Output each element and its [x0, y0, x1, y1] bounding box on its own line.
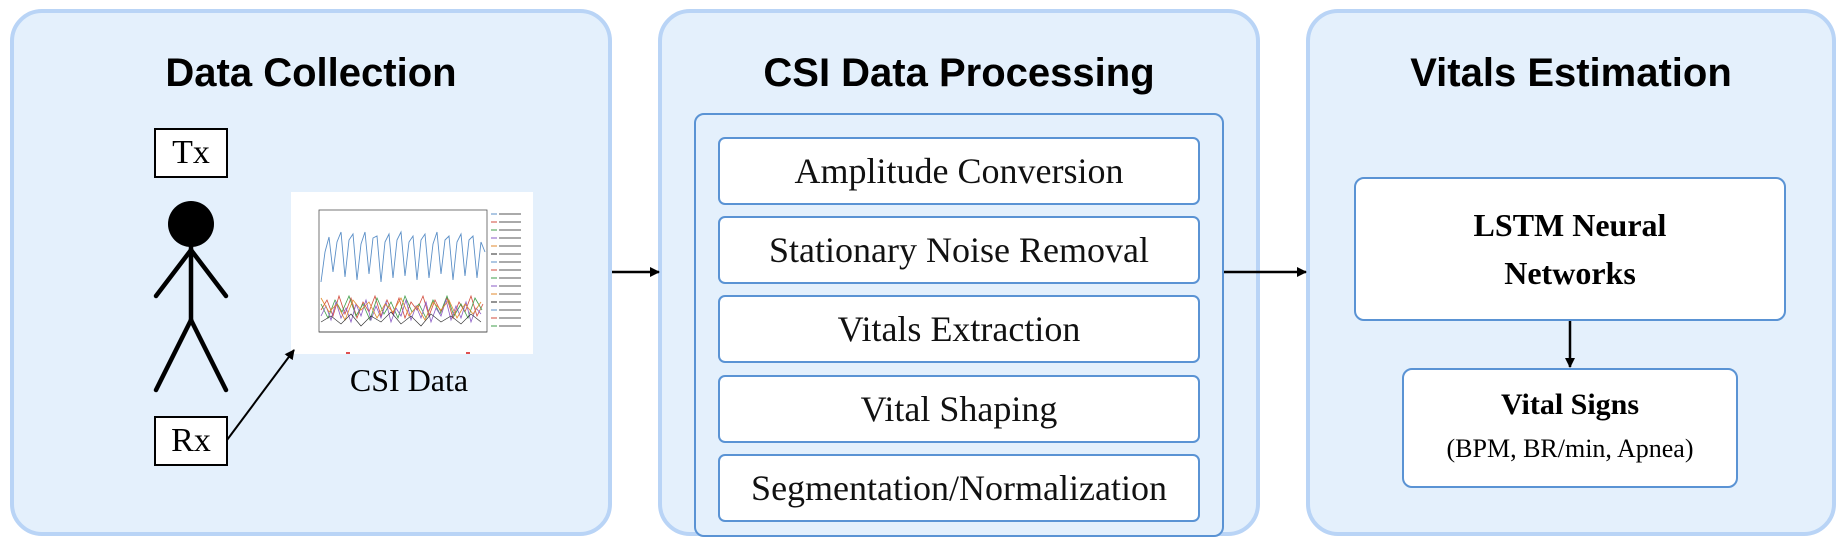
step-label: Stationary Noise Removal [769, 230, 1149, 270]
person-figure-icon [153, 201, 229, 393]
vital-signs-box: Vital Signs (BPM, BR/min, Apnea) [1402, 368, 1738, 488]
step-label: Segmentation/Normalization [751, 468, 1167, 508]
vital-signs-title: Vital Signs [1500, 388, 1640, 421]
step-stationary-noise-removal: Stationary Noise Removal [718, 216, 1200, 284]
vital-signs-subtitle: (BPM, BR/min, Apnea) [1446, 434, 1694, 463]
step-vital-shaping: Vital Shaping [718, 375, 1200, 443]
step-segmentation-normalization: Segmentation/Normalization [718, 454, 1200, 522]
data-collection-title: Data Collection [165, 51, 457, 95]
step-vitals-extraction: Vitals Extraction [718, 295, 1200, 363]
csi-plot-graphic [318, 209, 521, 354]
lstm-label: LSTM Neural Networks [1473, 207, 1667, 291]
rx-box: Rx [154, 416, 228, 466]
csi-data-label: CSI Data [349, 362, 469, 398]
tx-label: Tx [172, 134, 210, 171]
vitals-estimation-title: Vitals Estimation [1410, 51, 1732, 95]
rx-label: Rx [171, 422, 211, 459]
csi-processing-title: CSI Data Processing [763, 51, 1155, 95]
step-label: Amplitude Conversion [794, 151, 1124, 191]
csi-plot-thumbnail [291, 192, 533, 354]
lstm-model-box: LSTM Neural Networks [1354, 177, 1786, 321]
step-label: Vitals Extraction [837, 309, 1081, 349]
step-amplitude-conversion: Amplitude Conversion [718, 137, 1200, 205]
step-label: Vital Shaping [860, 389, 1058, 429]
tx-box: Tx [154, 128, 228, 178]
rx-to-csi-arrow [226, 349, 295, 441]
